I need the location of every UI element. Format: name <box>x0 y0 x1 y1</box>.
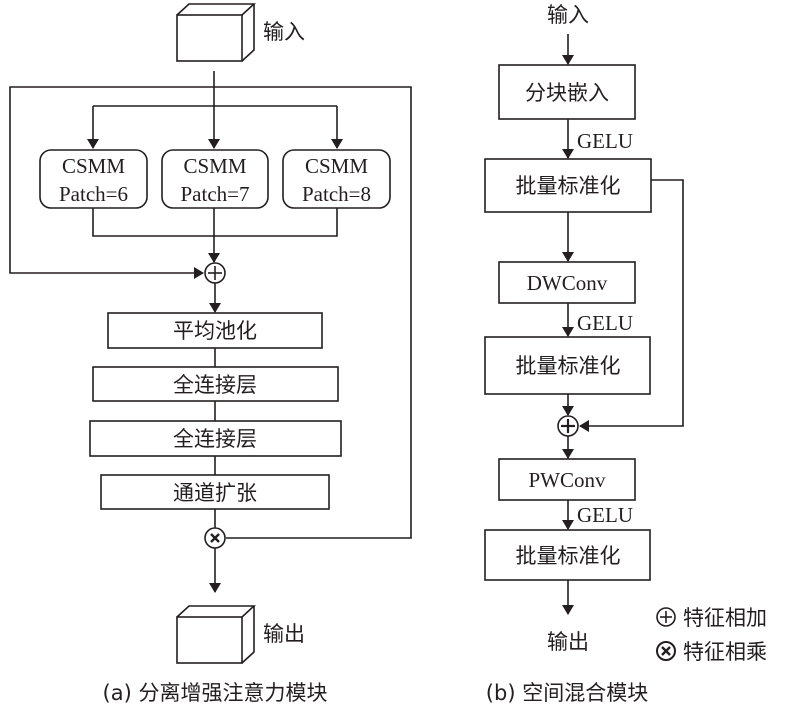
csmm-patch-2: Patch=7 <box>181 182 250 206</box>
skip-connection-left <box>9 86 214 279</box>
csmm-title-2: CSMM <box>183 154 246 178</box>
legend-multiply-label: 特征相乘 <box>683 640 767 664</box>
patch-embed-box <box>498 64 636 120</box>
batch-norm-label-2: 批量标准化 <box>516 354 621 378</box>
b-skip-connection <box>579 179 684 432</box>
batch-norm-box-2 <box>484 336 651 395</box>
gelu-label-1: GELU <box>577 129 633 153</box>
fc-layer-box-2 <box>89 420 342 457</box>
fc-layer-label-1: 全连接层 <box>173 373 257 397</box>
caption-a: (a) 分离增强注意力模块 <box>103 681 328 705</box>
csmm-patch-1: Patch=6 <box>59 182 128 206</box>
csmm-title-1: CSMM <box>62 154 125 178</box>
batch-norm-label-1: 批量标准化 <box>516 174 621 198</box>
b-output-label: 输出 <box>547 630 589 654</box>
output-tensor-cube <box>176 605 257 664</box>
channel-expand-label: 通道扩张 <box>173 481 257 505</box>
caption-b: (b) 空间混合模块 <box>486 681 648 705</box>
batch-norm-box-3 <box>484 529 651 581</box>
csmm-patch-3: Patch=8 <box>302 182 371 206</box>
avg-pool-label: 平均池化 <box>173 319 257 343</box>
channel-expand-box <box>100 474 330 510</box>
pwconv-box <box>498 458 636 501</box>
input-tensor-cube <box>176 3 257 62</box>
dwconv-box <box>498 261 636 304</box>
legend-add-label: 特征相加 <box>683 606 767 630</box>
fc-layer-box-1 <box>92 366 339 402</box>
fc-layer-label-2: 全连接层 <box>173 427 257 451</box>
csmm-title-3: CSMM <box>305 154 368 178</box>
skip-connection-right <box>214 86 412 539</box>
b-feature-add-icon <box>557 415 579 437</box>
a-output-label: 输出 <box>263 622 305 646</box>
feature-add-icon <box>204 262 226 284</box>
feature-multiply-icon <box>204 527 226 549</box>
batch-norm-box-1 <box>484 158 652 213</box>
batch-norm-label-3: 批量标准化 <box>516 544 621 568</box>
patch-embed-label: 分块嵌入 <box>525 81 609 105</box>
gelu-label-3: GELU <box>577 503 633 527</box>
dwconv-label: DWConv <box>527 271 608 295</box>
gelu-label-2: GELU <box>577 311 633 335</box>
a-input-label: 输入 <box>263 20 305 44</box>
branch-merge-line <box>92 208 338 237</box>
legend-multiply-icon <box>656 641 676 661</box>
legend-add-icon <box>656 607 676 627</box>
csmm-box-2 <box>161 149 269 209</box>
pwconv-label: PWConv <box>528 468 606 492</box>
b-input-label: 输入 <box>547 3 589 27</box>
